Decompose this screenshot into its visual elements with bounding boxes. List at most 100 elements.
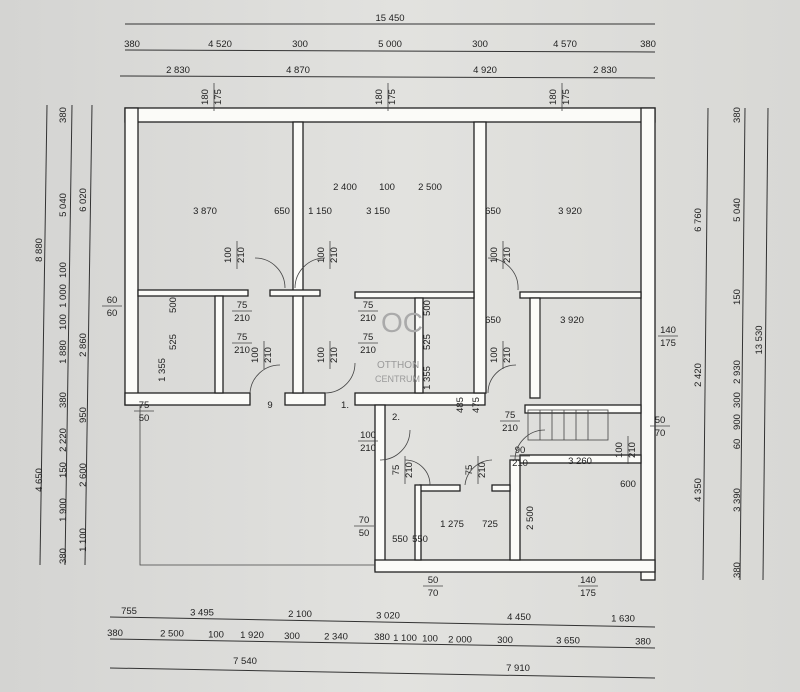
room-dimension: 2 400 [333, 182, 357, 193]
dim-top: 2 830 [166, 65, 190, 76]
dim-bottom: 100 [208, 629, 224, 640]
room-dimension: 100 [379, 182, 395, 193]
dim-top: 2 830 [593, 65, 617, 76]
dim-right: 5 040 [732, 198, 743, 222]
opening-size: 210 [502, 247, 513, 263]
terrace-outline [139, 300, 541, 566]
dim-bottom: 100 [422, 634, 438, 645]
dim-bottom: 4 450 [507, 612, 531, 623]
opening-size: 210 [512, 458, 528, 469]
room-dimension: 525 [422, 334, 433, 350]
dim-right: 2 420 [693, 363, 704, 387]
dim-bottom: 1 920 [240, 630, 264, 641]
dim-top: 4 570 [553, 39, 577, 50]
opening-size: 210 [477, 462, 488, 478]
dim-top: 380 [124, 39, 140, 50]
dim-bottom: 2 340 [324, 632, 348, 643]
opening-size: 100 [316, 347, 327, 363]
opening-size: 210 [404, 462, 415, 478]
opening-size: 70 [359, 515, 370, 526]
dim-right: 900 [732, 414, 743, 430]
room-dimension: 2 500 [418, 182, 442, 193]
watermark-line2: CENTRUM [375, 374, 420, 384]
room-dimension: 725 [482, 519, 498, 530]
room-dimension: 485 [455, 397, 466, 413]
dim-top: 380 [640, 39, 656, 50]
opening-size: 75 [505, 410, 516, 421]
dim-right: 150 [732, 289, 743, 305]
handwritten-mark: 9 [267, 400, 272, 411]
opening-size: 180 [548, 89, 559, 105]
dim-bottom: 3 020 [376, 611, 400, 622]
dim-bottom: 380 [374, 632, 390, 643]
room-dimension: 650 [274, 206, 290, 217]
opening-size: 100 [250, 347, 261, 363]
dim-left: 8 880 [34, 238, 45, 262]
opening-size: 75 [464, 465, 475, 476]
dim-right: 13 530 [754, 325, 765, 354]
room-dimension: 3 920 [560, 315, 584, 326]
opening-size: 175 [561, 89, 572, 105]
opening-size: 210 [360, 345, 376, 356]
dim-top: 4 870 [286, 65, 310, 76]
opening-size: 210 [234, 345, 250, 356]
room-dimension: 3 870 [193, 206, 217, 217]
opening-size: 75 [237, 332, 248, 343]
dim-right: 300 [732, 392, 743, 408]
opening-size: 60 [107, 295, 118, 306]
opening-size: 210 [627, 442, 638, 458]
opening-size: 175 [213, 89, 224, 105]
opening-size: 175 [580, 588, 596, 599]
opening-size: 100 [360, 430, 376, 441]
dim-left: 2 220 [58, 428, 69, 452]
opening-size: 210 [360, 313, 376, 324]
room-dimension: 500 [168, 297, 179, 313]
dim-left: 100 [58, 314, 69, 330]
dim-bottom: 3 495 [190, 608, 214, 619]
dim-bottom: 1 630 [611, 614, 635, 625]
dim-left: 950 [78, 407, 89, 423]
dim-left: 380 [58, 548, 69, 564]
room-dimension: 1 275 [440, 519, 464, 530]
room-dimension: 1 355 [157, 358, 168, 382]
room-dimension: 650 [485, 315, 501, 326]
room-dimension: 550 [412, 534, 428, 545]
opening-size: 60 [107, 308, 118, 319]
opening-size: 75 [237, 300, 248, 311]
dim-left: 1 880 [58, 340, 69, 364]
opening-size: 210 [502, 347, 513, 363]
dim-bottom: 380 [107, 628, 123, 639]
opening-size: 210 [263, 347, 274, 363]
opening-size: 180 [200, 89, 211, 105]
opening-size: 140 [580, 575, 596, 586]
dim-left: 150 [58, 462, 69, 478]
dim-left: 1 000 [58, 284, 69, 308]
opening-size: 210 [502, 423, 518, 434]
room-dimension: 3 150 [366, 206, 390, 217]
dim-left: 6 020 [78, 188, 89, 212]
room-dimension: 600 [620, 479, 636, 490]
room-dimension: 1 150 [308, 206, 332, 217]
dim-left: 1 100 [78, 528, 89, 552]
opening-size: 50 [655, 415, 666, 426]
dim-left: 1 900 [58, 498, 69, 522]
room-dimension: 2 500 [525, 506, 536, 530]
opening-size: 210 [329, 247, 340, 263]
dim-right: 380 [732, 107, 743, 123]
dim-bottom: 380 [635, 636, 651, 647]
dim-left: 4 650 [34, 468, 45, 492]
watermark-logo: OC OTTHON CENTRUM [375, 307, 423, 384]
opening-size: 70 [655, 428, 666, 439]
dim-top: 4 920 [473, 65, 497, 76]
dim-right: 3 390 [732, 488, 743, 512]
opening-size: 50 [428, 575, 439, 586]
handwritten-mark: 1. [341, 400, 349, 411]
walls [124, 107, 656, 581]
opening-size: 140 [660, 325, 676, 336]
dim-total-width: 15 450 [375, 13, 404, 24]
opening-size: 175 [660, 338, 676, 349]
opening-size: 75 [139, 400, 150, 411]
dim-bottom: 300 [497, 635, 513, 646]
